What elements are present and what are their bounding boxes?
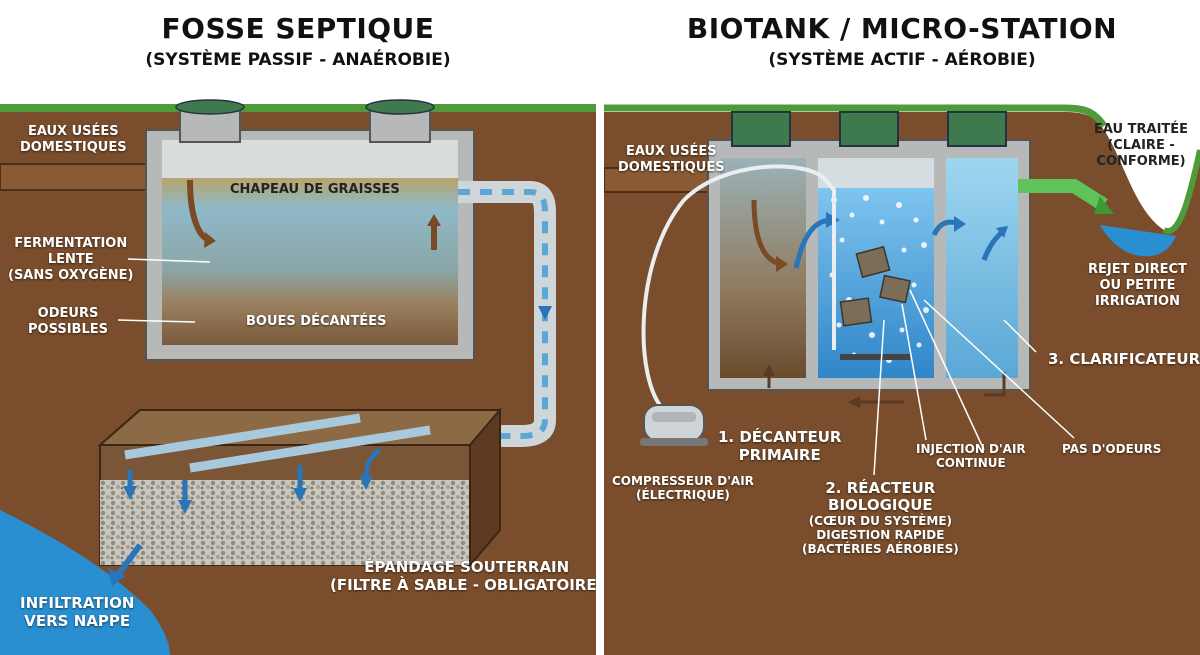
biotank-panel: BIOTANK / MICRO-STATION (SYSTÈME ACTIF -…: [604, 0, 1200, 655]
page-subtitle: (SYSTÈME PASSIF - ANAÉROBIE): [145, 50, 451, 70]
grass-strip: [604, 104, 1107, 129]
reactor-label: 2. RÉACTEUR BIOLOGIQUE (CŒUR DU SYSTÈME)…: [802, 479, 959, 557]
groundwater: [0, 510, 170, 655]
bio-media: [855, 245, 891, 279]
septic-tank-illustration: [0, 0, 596, 655]
no-odor-label: PAS D'ODEURS: [1062, 442, 1162, 456]
lid-icon: [175, 99, 245, 115]
inlet-pipe: [604, 167, 725, 193]
primary-decanter: [720, 158, 806, 378]
sludge-label: BOUES DÉCANTÉES: [246, 314, 387, 329]
outflow-arrow-icon: [1094, 196, 1114, 214]
leach-field-label: ÉPANDAGE SOUTERRAIN(FILTRE À SABLE - OBL…: [330, 558, 596, 594]
lid-icon: [365, 99, 435, 115]
arrow-down-icon: [538, 306, 552, 320]
outlet-pipe: [1018, 179, 1108, 211]
page-title: FOSSE SEPTIQUE: [161, 12, 435, 45]
infiltration-arrow-icon: [108, 568, 126, 586]
tank-liquid: [162, 178, 458, 345]
septic-tank-panel: FOSSE SEPTIQUE (SYSTÈME PASSIF - ANAÉROB…: [0, 0, 596, 655]
biotank-illustration: [604, 0, 1200, 655]
grass-strip: [0, 104, 596, 112]
clarifier-label: 3. CLARIFICATEUR: [1048, 350, 1200, 368]
treated-water-label: EAU TRAITÉE(CLAIRE -CONFORME): [1094, 122, 1189, 169]
flow-arrow-icon: [204, 232, 216, 248]
page-subtitle: (SYSTÈME ACTIF - AÉROBIE): [768, 50, 1036, 70]
sky: [0, 0, 596, 110]
grease-label: CHAPEAU DE GRAISSES: [230, 182, 400, 197]
clarifier: [946, 158, 1018, 378]
gravel-layer: [100, 480, 470, 565]
page-title: BIOTANK / MICRO-STATION: [686, 12, 1118, 45]
lid-icon: [947, 111, 1007, 147]
air-compressor-icon: [640, 404, 708, 446]
air-hose: [641, 164, 836, 412]
compressor-label: COMPRESSEUR D'AIR(ÉLECTRIQUE): [612, 474, 754, 502]
panel-divider: [596, 0, 604, 655]
inlet-pipe: [0, 163, 171, 191]
receiving-water: [1100, 225, 1176, 257]
air-diffuser: [840, 354, 910, 360]
lid-icon: [839, 111, 899, 147]
lid-icon: [731, 111, 791, 147]
